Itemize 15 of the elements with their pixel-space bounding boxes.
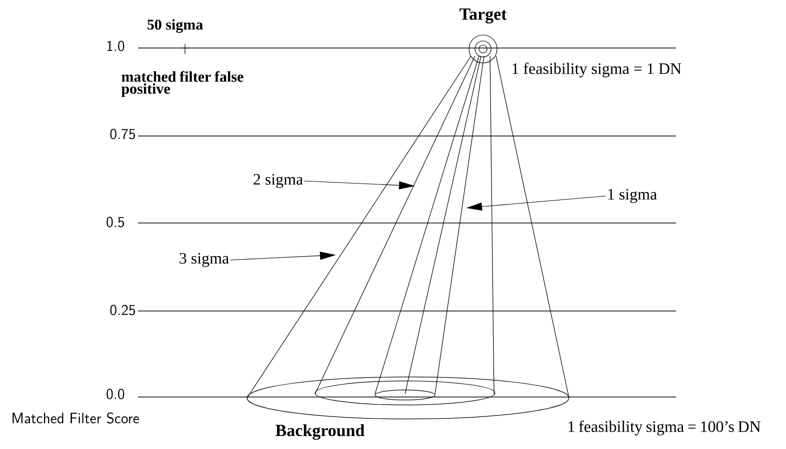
heading: Target — [460, 8, 507, 24]
axis-label: Matched Filter Score — [12, 412, 139, 424]
tick-label: 0.0 — [106, 388, 124, 400]
tick-label: 0.75 — [110, 128, 136, 140]
heading: Background — [276, 424, 365, 440]
tick-label: 0.5 — [106, 216, 124, 228]
leader-label: 3 sigma — [180, 252, 229, 267]
note: 1 feasibility sigma = 1 DN — [512, 62, 682, 78]
tick-label: 0.25 — [110, 304, 136, 316]
leader-label: 2 sigma — [254, 174, 303, 188]
point-label: 50 sigma — [147, 19, 203, 33]
tick-label: 1.0 — [107, 40, 124, 52]
note: matched filter false positive — [121, 71, 244, 97]
leader-label: 1 sigma — [608, 188, 657, 203]
note: 1 feasibility sigma = 100’s DN — [568, 420, 760, 436]
